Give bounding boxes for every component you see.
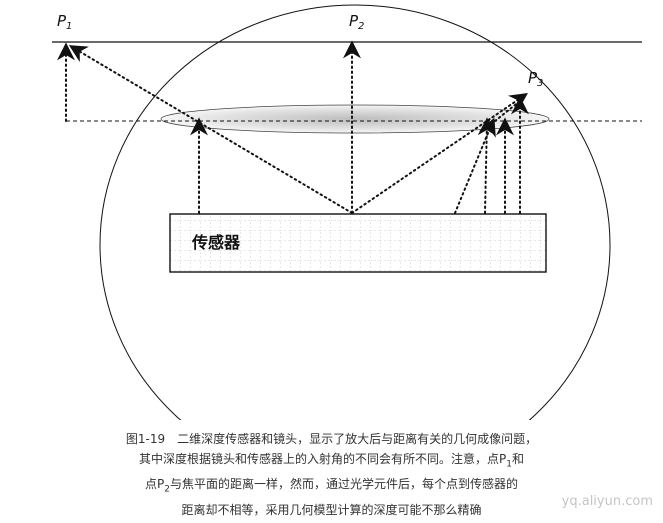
caption-line-3-subscript: 2	[164, 484, 170, 495]
caption-line-3-part-b: 与焦平面的距离一样，然而，通过光学元件后，每个点到传感器的	[169, 477, 518, 492]
lens	[160, 104, 550, 134]
p3-label: P3	[528, 69, 543, 89]
p1-subscript: 1	[66, 21, 72, 32]
caption-line-2: 其中深度根据镜头和传感器上的入射角的不同会有所不同。注意，点P1和	[0, 449, 663, 474]
ray-p3-a	[454, 117, 496, 214]
sensor-label: 传感器	[191, 233, 241, 252]
p2-label: P2	[349, 12, 364, 32]
rays-group	[57, 40, 529, 214]
caption-line-3-part-a: 点P	[145, 477, 165, 492]
p3-letter: P	[528, 69, 538, 87]
depth-sensor-diagram: 传感器 P1 P2 P3	[52, 4, 642, 420]
ray-p3-center	[351, 92, 528, 214]
caption-line-1: 图1-19 二维深度传感器和镜头，显示了放大后与距离有关的几何成像问题，	[125, 432, 538, 446]
sensor-grid	[169, 213, 547, 273]
figure-caption: 图1-19 二维深度传感器和镜头，显示了放大后与距离有关的几何成像问题， 其中深…	[0, 429, 663, 520]
p1-letter: P	[57, 12, 67, 30]
ray-p3-from-lens-left	[494, 96, 526, 122]
ray-p1-to-lens	[68, 45, 353, 214]
p3-subscript: 3	[537, 78, 543, 89]
caption-line-2-subscript: 1	[506, 459, 512, 470]
p2-letter: P	[349, 12, 359, 30]
watermark-text: yq.aliyun.com	[561, 494, 653, 509]
caption-line-3: 点P2与焦平面的距离一样，然而，通过光学元件后，每个点到传感器的	[0, 474, 663, 499]
field-of-view-ellipse	[99, 4, 611, 420]
p1-label: P1	[57, 12, 72, 32]
ray-p3-b	[477, 117, 496, 214]
caption-line-2-part-b: 和	[511, 452, 524, 466]
caption-line-4: 距离却不相等，采用几何模型计算的深度可能不那么精确	[181, 502, 482, 517]
p2-subscript: 2	[358, 21, 364, 32]
caption-line-2-part-a: 其中深度根据镜头和传感器上的入射角的不同会有所不同。注意，点P	[139, 452, 507, 466]
